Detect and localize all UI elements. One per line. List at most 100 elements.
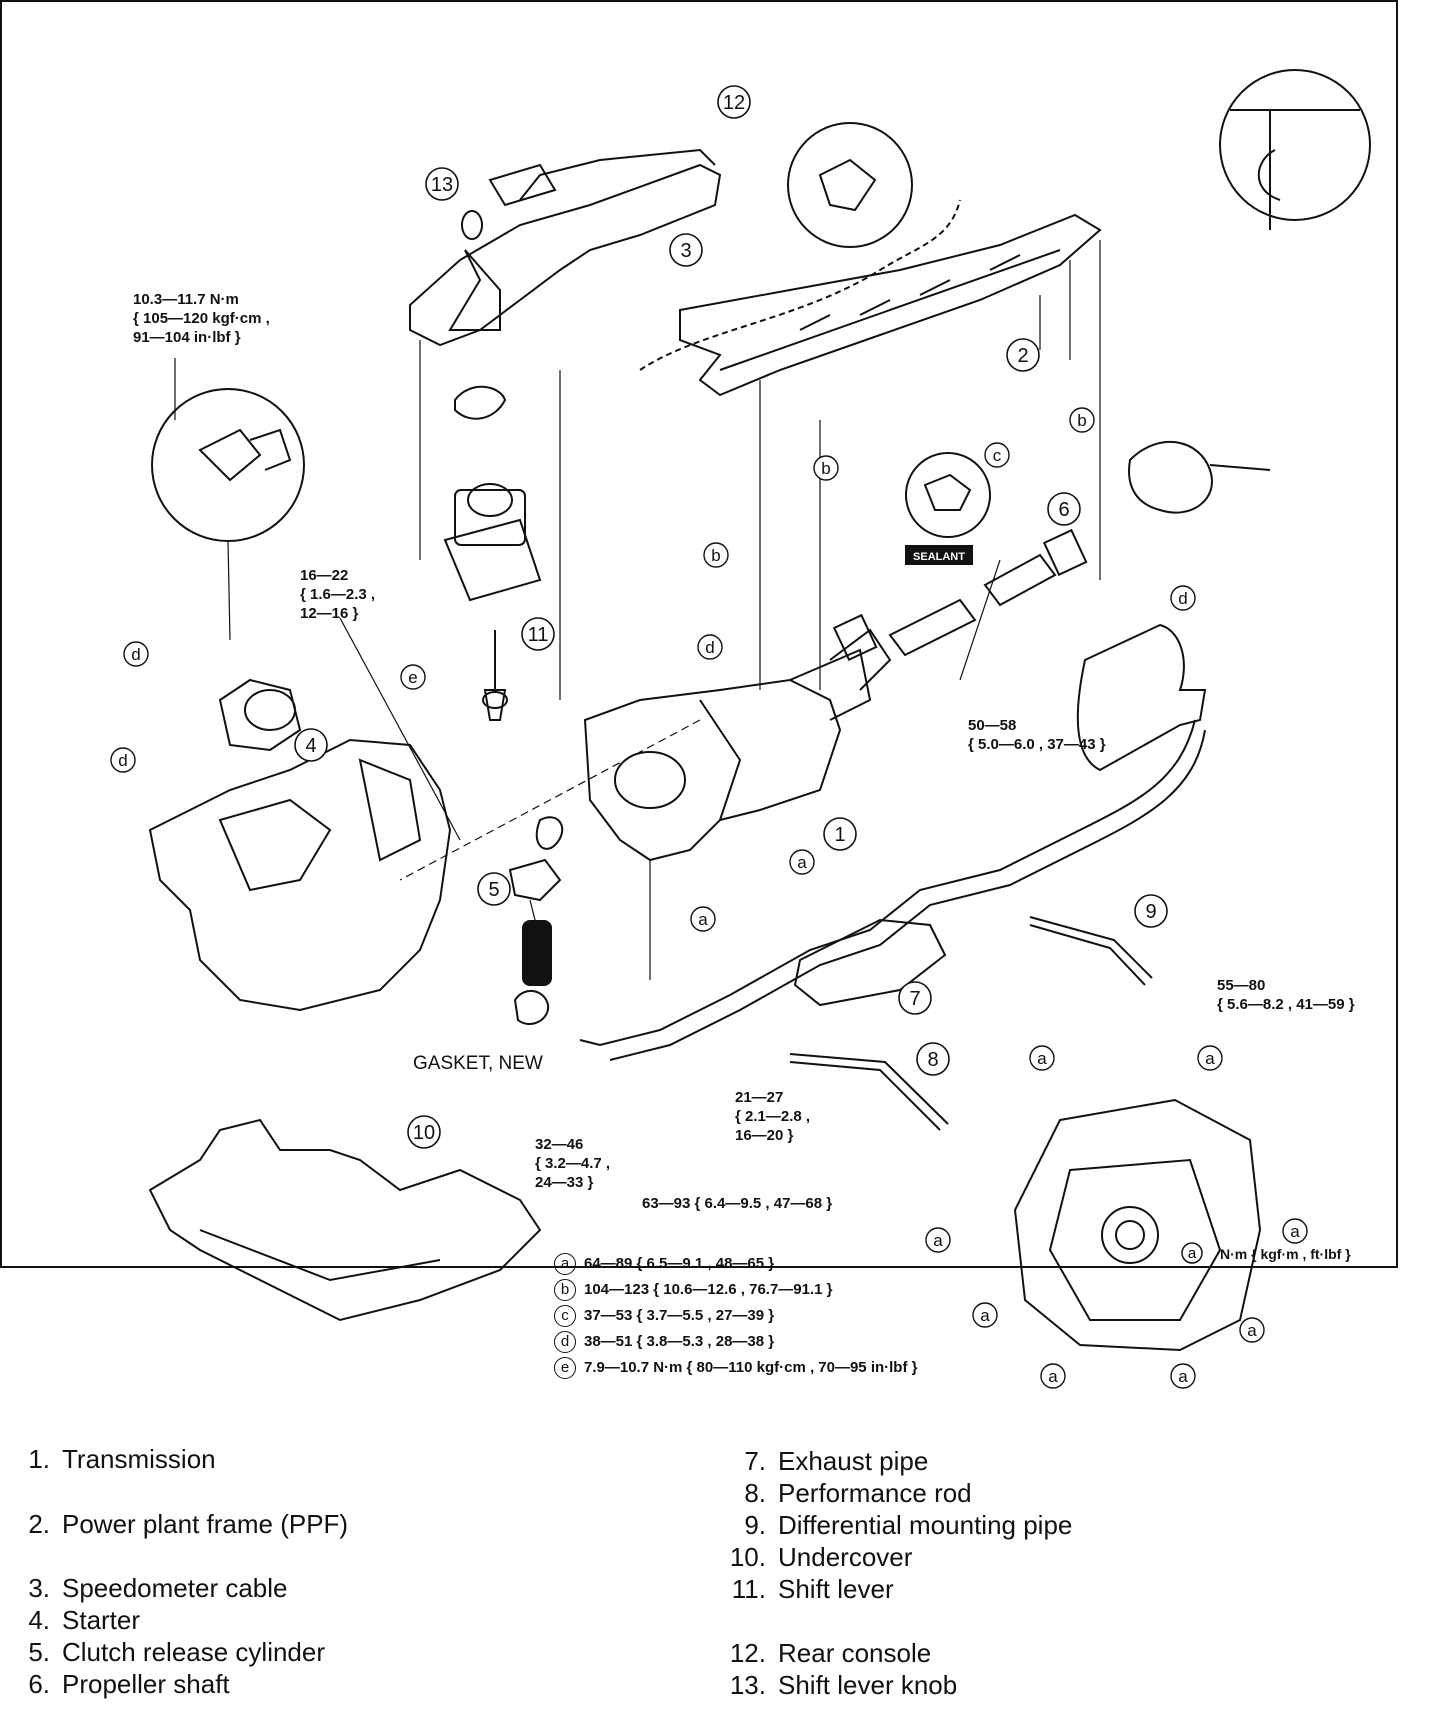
svg-text:a: a <box>1205 1049 1215 1068</box>
svg-text:13: 13 <box>431 174 453 196</box>
svg-text:5: 5 <box>488 879 499 901</box>
svg-text:9: 9 <box>1145 901 1156 923</box>
transmission-shape <box>583 678 842 862</box>
torque-ref-balloon-a: a <box>972 1302 998 1328</box>
callout-balloon-6: 6 <box>1047 492 1081 526</box>
torque-spec-exhaust-bolt: 21—27 { 2.1—2.8 , 16—20 } <box>735 1089 811 1144</box>
torque-ref-balloon-d: d <box>110 747 136 773</box>
legend-item: 1.Transmission <box>28 1444 216 1474</box>
rear-console-shape <box>409 163 722 347</box>
units-a-circle <box>1181 1242 1203 1264</box>
svg-text:a: a <box>1048 1367 1058 1386</box>
engine-shape <box>148 738 452 1012</box>
svg-text:b: b <box>711 546 720 565</box>
legend-item: 8.Performance rod <box>744 1478 972 1508</box>
torque-ref-balloon-e: e <box>400 664 426 690</box>
torque-ref-balloon-a: a <box>1170 1363 1196 1389</box>
console-insert-shape <box>488 163 557 207</box>
legend-item: 6.Propeller shaft <box>28 1669 230 1699</box>
sealant-tube <box>522 920 552 986</box>
svg-text:e: e <box>408 668 417 687</box>
legend-item: 13.Shift lever knob <box>729 1670 958 1700</box>
legend-item: 11.Shift lever <box>731 1574 894 1604</box>
callout-balloon-7: 7 <box>898 981 932 1015</box>
diagram-frame <box>0 0 1398 1268</box>
callout-balloon-8: 8 <box>916 1042 950 1076</box>
torque-ref-balloon-a: a <box>690 906 716 932</box>
torque-ref-balloon-a: a <box>789 849 815 875</box>
svg-text:a: a <box>980 1306 990 1325</box>
catalytic-converter-shape <box>793 918 947 1007</box>
units-label: N·m { kgf·m , ft·lbf } <box>1220 1246 1351 1262</box>
legend-item: 4.Starter <box>28 1605 141 1635</box>
torque-spec-performance-rod: 63—93 { 6.4—9.5 , 47—68 } <box>642 1195 833 1212</box>
svg-text:d: d <box>705 638 714 657</box>
propeller-shaft-shape <box>888 553 1057 657</box>
callout-balloon-4: 4 <box>294 728 328 762</box>
diff-mounting-pipe-shape <box>1029 924 1146 986</box>
letter-balloons: a a a a a a a a a a b b b c d d d d e <box>110 407 1308 1389</box>
torque-spec-starter: 10.3—11.7 N·m { 105—120 kgf·cm , 91—104 … <box>133 291 270 346</box>
svg-text:3: 3 <box>680 240 691 262</box>
torque-ref-balloon-b: b <box>1069 407 1095 433</box>
legend-item: 3.Speedometer cable <box>28 1573 288 1603</box>
torque-spec-propeller: 50—58 { 5.0—6.0 , 37—43 } <box>968 717 1106 753</box>
svg-text:12: 12 <box>723 92 745 114</box>
svg-text:6: 6 <box>1058 499 1069 521</box>
legend-item: 2.Power plant frame (PPF) <box>28 1509 349 1539</box>
power-plant-frame-shape <box>679 213 1102 397</box>
legend-item: 5.Clutch release cylinder <box>28 1637 326 1667</box>
exhaust-pipe-shape <box>579 719 1196 1047</box>
torque-spec-diff: 55—80 { 5.6—8.2 , 41—59 } <box>1217 977 1355 1013</box>
sealant-tag <box>905 545 973 565</box>
svg-text:a: a <box>698 910 708 929</box>
legend-item: 10.Undercover <box>729 1542 913 1572</box>
starter-shape <box>218 678 302 752</box>
torque-ref-balloon-a: a <box>1197 1045 1223 1071</box>
muffler-shape <box>1076 623 1207 772</box>
svg-text:7: 7 <box>909 988 920 1010</box>
svg-text:4: 4 <box>305 735 316 757</box>
svg-text:a: a <box>1037 1049 1047 1068</box>
svg-text:c: c <box>993 446 1002 465</box>
svg-text:b: b <box>1077 411 1086 430</box>
svg-text:a: a <box>933 1231 943 1250</box>
legend-item: 12.Rear console <box>729 1638 932 1668</box>
torque-ref-balloon-b: b <box>813 455 839 481</box>
sealant-label: SEALANT <box>913 551 965 563</box>
svg-text:a: a <box>1247 1321 1257 1340</box>
svg-text:a: a <box>1178 1367 1188 1386</box>
callout-balloon-5: 5 <box>477 872 511 906</box>
bellhousing-view-shape <box>1013 1098 1262 1352</box>
performance-rod-shape <box>789 1061 941 1131</box>
torque-ref-balloon-a: a <box>1029 1045 1055 1071</box>
units-a-letter: a <box>1188 1245 1197 1262</box>
svg-text:1: 1 <box>834 824 845 846</box>
svg-text:b: b <box>821 459 830 478</box>
svg-text:d: d <box>131 645 140 664</box>
torque-ref-balloon-a: a <box>1040 1363 1066 1389</box>
torque-spec-clutch: 16—22 { 1.6—2.3 , 12—16 } <box>300 567 376 622</box>
gasket-shape <box>513 990 550 1025</box>
svg-text:d: d <box>118 751 127 770</box>
sealant-detail-circle <box>905 452 991 538</box>
svg-text:11: 11 <box>528 624 549 646</box>
callout-balloon-12: 12 <box>717 85 751 119</box>
torque-spec-exhaust-nut: 32—46 { 3.2—4.7 , 24—33 } <box>535 1136 611 1191</box>
svg-text:8: 8 <box>927 1049 938 1071</box>
torque-ref-balloon-d: d <box>1170 585 1196 611</box>
svg-text:10: 10 <box>413 1122 435 1144</box>
callout-balloon-11: 11 <box>521 617 555 651</box>
torque-ref-balloon-d: d <box>123 641 149 667</box>
svg-text:d: d <box>1178 589 1187 608</box>
legend-item: 9.Differential mounting pipe <box>744 1510 1073 1540</box>
torque-ref-balloon-b: b <box>703 542 729 568</box>
svg-text:a: a <box>797 853 807 872</box>
torque-ref-balloon-d: d <box>697 634 723 660</box>
